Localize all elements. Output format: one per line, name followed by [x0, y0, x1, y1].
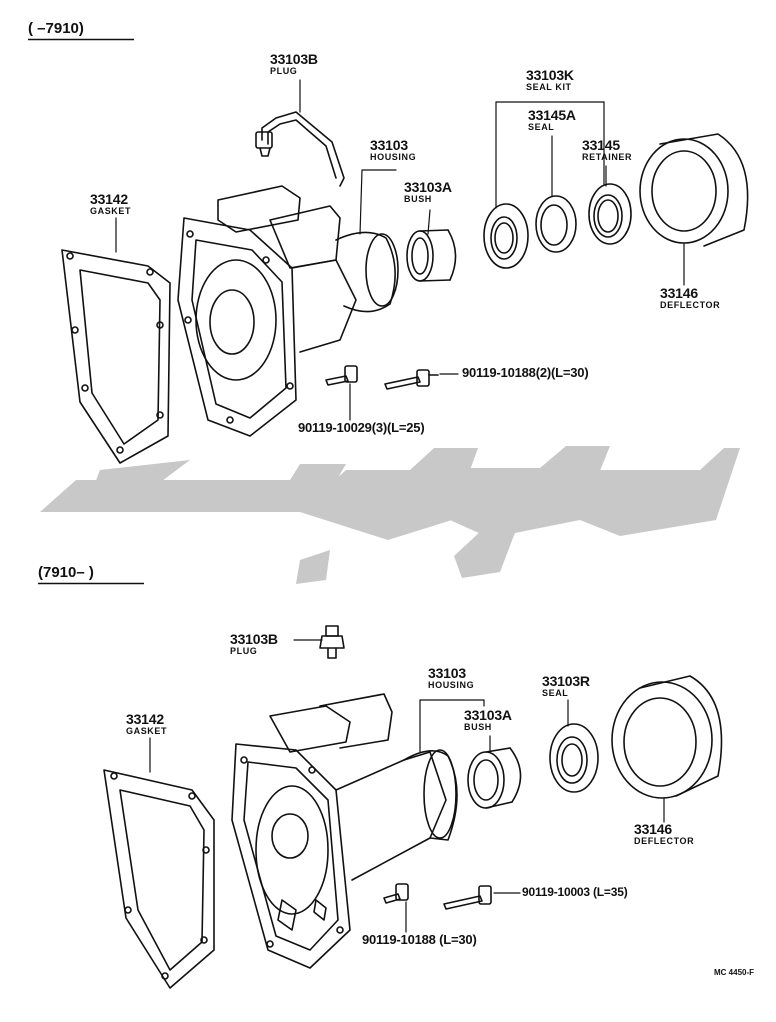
top-bolt-short-label: 90119-10029(3)(L=25): [298, 420, 425, 435]
top-gasket-part: [61, 249, 171, 464]
top-deflector-label: 33146 DEFLECTOR: [660, 285, 721, 310]
top-bush-label: 33103A BUSH: [404, 179, 452, 204]
top-assembly: [61, 79, 749, 464]
bottom-bolt-long-label: 90119-10003 (L=35): [522, 885, 628, 899]
bottom-plug-part: [319, 625, 345, 659]
top-seal-label: 33145A SEAL: [528, 107, 576, 132]
bottom-gasket-part: [103, 769, 215, 989]
bottom-seal-part: [549, 723, 599, 793]
bottom-bolt-short-part: [383, 883, 409, 904]
top-bush-part: [406, 229, 457, 282]
top-bolt-long-part: [384, 369, 439, 390]
top-seal-part: [535, 195, 577, 253]
top-housing-label: 33103 HOUSING: [370, 137, 417, 162]
bottom-deflector-label: 33146 DEFLECTOR: [634, 821, 695, 846]
bottom-bolt-short-label: 90119-10188 (L=30): [362, 932, 477, 947]
bottom-bush-part: [467, 747, 522, 809]
top-seal-kit-label: 33103K SEAL KIT: [526, 67, 574, 92]
top-range-underline: [28, 38, 134, 41]
bottom-assembly: [103, 625, 723, 989]
diagram-code: MC 4450-F: [714, 968, 755, 977]
bottom-plug-label: 33103B PLUG: [230, 631, 278, 656]
bottom-gasket-label: 33142 GASKET: [126, 711, 168, 736]
top-date-range: ( –7910): [28, 20, 84, 37]
top-retainer-label: 33145 RETAINER: [582, 137, 633, 162]
bottom-housing-label: 33103 HOUSING: [428, 665, 475, 690]
top-deflector-part: [639, 133, 749, 247]
top-plug-part: [255, 111, 345, 187]
bottom-deflector-part: [611, 675, 723, 799]
watermark-logo: [40, 446, 740, 584]
bottom-bolt-long-part: [443, 885, 492, 910]
top-bolt-long-label: 90119-10188(2)(L=30): [462, 365, 589, 380]
bottom-bush-label: 33103A BUSH: [464, 707, 512, 732]
top-bolt-short-part: [325, 365, 358, 386]
bottom-housing-part: [231, 693, 458, 969]
top-retainer-part: [588, 183, 632, 245]
bottom-date-range: (7910– ): [38, 564, 94, 581]
bottom-seal-label: 33103R SEAL: [542, 673, 590, 698]
top-seal-kit-part: [483, 203, 529, 269]
bottom-range-underline: [38, 582, 144, 585]
top-plug-label: 33103B PLUG: [270, 51, 318, 76]
top-housing-part: [177, 185, 399, 437]
top-gasket-label: 33142 GASKET: [90, 191, 132, 216]
